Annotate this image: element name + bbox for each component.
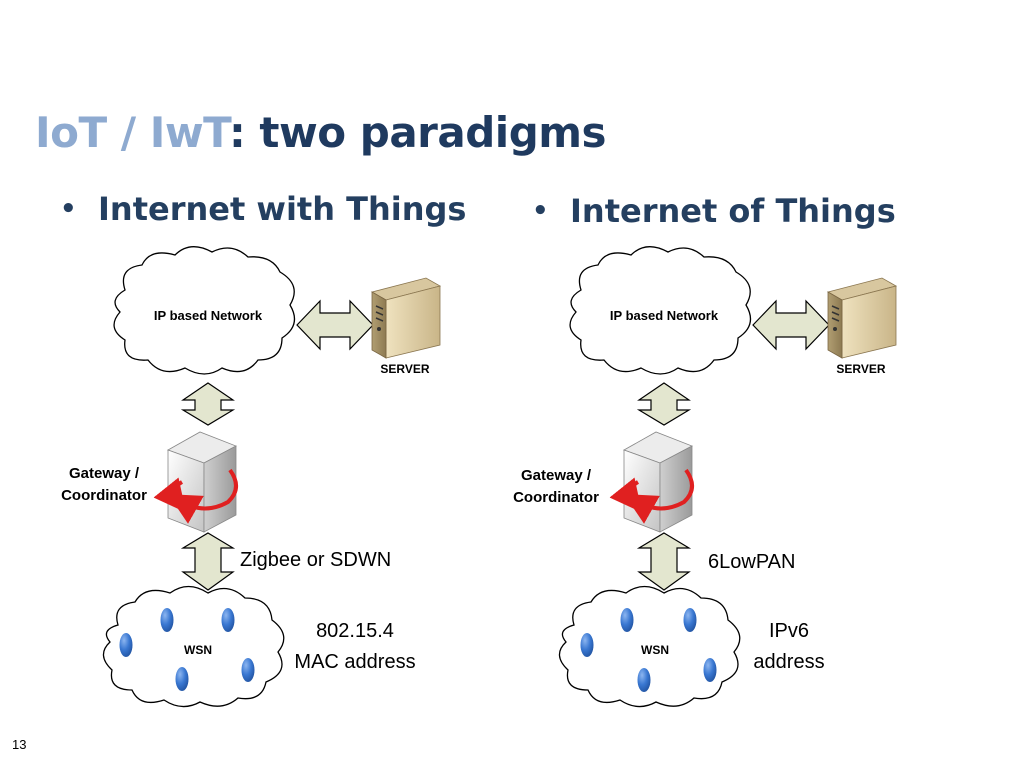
cloud-gateway-arrow bbox=[180, 382, 236, 426]
sensor-node-icon bbox=[620, 608, 634, 632]
title-part-1: IoT / IwT bbox=[35, 108, 230, 157]
sensor-node-icon bbox=[637, 668, 651, 692]
wsn-label: WSN bbox=[184, 643, 212, 657]
bullet-left-text: Internet with Things bbox=[98, 190, 467, 228]
sensor-node-icon bbox=[683, 608, 697, 632]
cloud-server-arrow bbox=[752, 299, 830, 351]
rotate-arrow-icon bbox=[153, 468, 238, 524]
slide-title: IoT / IwT: two paradigms bbox=[35, 108, 607, 157]
sensor-nodes bbox=[119, 608, 255, 691]
bullet-right: • Internet of Things bbox=[532, 192, 896, 230]
title-part-2: : two paradigms bbox=[229, 108, 607, 157]
server-icon bbox=[826, 277, 898, 359]
bullet-dot-icon: • bbox=[60, 194, 77, 224]
sensor-node-icon bbox=[160, 608, 174, 632]
ip-network-cloud bbox=[113, 246, 296, 375]
gateway-wsn-arrow bbox=[180, 532, 236, 591]
left-diagram: IP based Network SERVER Gateway / Coordi… bbox=[61, 246, 442, 708]
gateway-label-line1: Gateway / bbox=[521, 467, 592, 484]
sensor-node-icon bbox=[580, 633, 594, 657]
server-label: SERVER bbox=[380, 362, 429, 376]
gateway-label-line1: Gateway / bbox=[69, 465, 140, 482]
protocol-label: 6LowPAN bbox=[708, 551, 795, 573]
bullet-dot-icon: • bbox=[532, 196, 549, 226]
sensor-node-icon bbox=[241, 658, 255, 682]
sensor-node-icon bbox=[119, 633, 133, 657]
address-label-line1: 802.15.4 bbox=[316, 620, 394, 642]
bullet-left: • Internet with Things bbox=[60, 190, 466, 228]
address-label-line2: MAC address bbox=[294, 651, 415, 673]
cloud-gateway-arrow bbox=[636, 382, 692, 426]
sensor-node-icon bbox=[175, 667, 189, 691]
wsn-label: WSN bbox=[641, 643, 669, 657]
server-label: SERVER bbox=[836, 362, 885, 376]
gateway-wsn-arrow bbox=[636, 532, 692, 591]
sensor-node-icon bbox=[703, 658, 717, 682]
address-label-line2: address bbox=[753, 651, 824, 673]
address-label-line1: IPv6 bbox=[769, 620, 809, 642]
rotate-arrow-icon bbox=[609, 468, 694, 524]
cloud-server-arrow bbox=[296, 299, 374, 351]
sensor-nodes bbox=[580, 608, 717, 692]
wsn-cloud bbox=[102, 585, 285, 708]
ip-network-cloud bbox=[569, 246, 752, 375]
bullet-right-text: Internet of Things bbox=[570, 192, 896, 230]
protocol-label: Zigbee or SDWN bbox=[240, 549, 391, 571]
server-icon bbox=[370, 277, 442, 359]
gateway-label-line2: Coordinator bbox=[513, 489, 599, 506]
right-diagram: IP based Network SERVER Gateway / Coordi… bbox=[513, 246, 898, 708]
gateway-icon bbox=[167, 431, 237, 533]
gateway-label-line2: Coordinator bbox=[61, 487, 147, 504]
network-label: IP based Network bbox=[610, 308, 719, 323]
slide-number: 13 bbox=[12, 737, 27, 752]
sensor-node-icon bbox=[221, 608, 235, 632]
gateway-icon bbox=[623, 431, 693, 533]
network-label: IP based Network bbox=[154, 308, 263, 323]
